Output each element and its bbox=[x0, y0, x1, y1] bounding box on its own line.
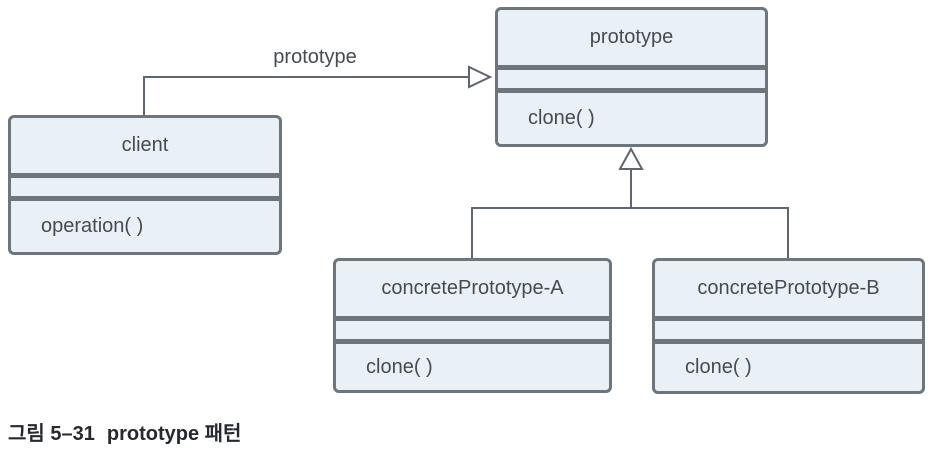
class-box-concrete-prototype-a: concretePrototype-A clone( ) bbox=[333, 258, 612, 393]
class-title: concretePrototype-B bbox=[697, 277, 880, 299]
section-divider bbox=[11, 196, 279, 201]
attributes-section bbox=[11, 178, 279, 196]
class-title: prototype bbox=[589, 26, 674, 48]
class-title: concretePrototype-A bbox=[381, 277, 564, 299]
section-divider bbox=[336, 316, 609, 321]
open-triangle-arrowhead-up-icon bbox=[618, 146, 644, 170]
generalization-edges bbox=[471, 169, 789, 258]
figure-caption-title: prototype 패턴 bbox=[106, 423, 242, 445]
attributes-section bbox=[498, 70, 765, 88]
open-triangle-arrowhead-right-icon bbox=[468, 65, 493, 89]
section-divider bbox=[498, 88, 765, 93]
section-divider bbox=[655, 316, 922, 321]
attributes-section bbox=[336, 321, 609, 339]
section-divider bbox=[11, 173, 279, 178]
class-method: clone( ) bbox=[528, 107, 595, 129]
class-method: clone( ) bbox=[366, 355, 433, 378]
section-divider bbox=[498, 65, 765, 70]
class-method: operation( ) bbox=[41, 215, 144, 237]
class-box-prototype: prototype clone( ) bbox=[495, 7, 768, 147]
section-divider bbox=[336, 339, 609, 344]
section-divider bbox=[655, 339, 922, 344]
class-box-client: client operation( ) bbox=[8, 115, 282, 255]
class-method: clone( ) bbox=[685, 356, 752, 378]
client-to-prototype-edge bbox=[143, 76, 468, 116]
figure-caption: 그림 5–31 prototype 패턴 bbox=[8, 417, 241, 446]
figure-caption-label: 그림 5–31 bbox=[8, 423, 95, 445]
edge-label-prototype: prototype bbox=[273, 46, 357, 68]
attributes-section bbox=[655, 321, 922, 339]
class-title: client bbox=[121, 134, 169, 156]
class-box-concrete-prototype-b: concretePrototype-B clone( ) bbox=[652, 258, 925, 394]
